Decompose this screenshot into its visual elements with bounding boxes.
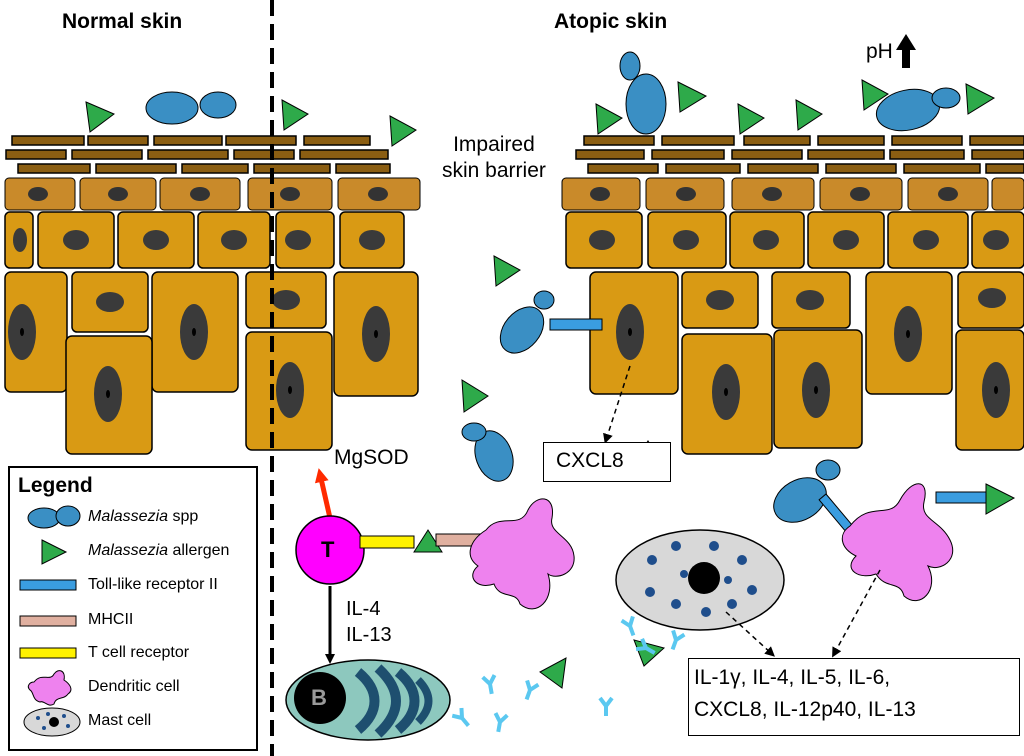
il4-label: IL-4 [346,598,381,620]
stratum-corneum-normal [5,135,391,174]
stratum-corneum-atopic [575,135,1024,174]
impaired-line-2: skin barrier [442,159,546,182]
allergen-icon [85,101,115,133]
tlr2-icon [935,491,987,504]
antibodies [450,614,687,735]
tlr2-icon [549,318,603,331]
up-arrow-icon [896,34,916,68]
allergen-icon [633,639,666,667]
allergen-icon [985,483,1016,515]
impaired-line-1: Impaired [453,133,535,156]
legend-row-dendritic: Dendritic cell [88,678,180,695]
il13-label: IL-13 [346,624,392,646]
cxcl8-label: CXCL8 [556,449,624,472]
allergen-icon [413,529,443,553]
legend-allergen-rest: allergen [168,542,230,559]
legend-row-mast: Mast cell [88,712,152,729]
dendritic-cell-icon [27,670,72,706]
mgsod-arrow [314,468,333,519]
cxcl8-arrow [603,365,631,444]
cxcl8-box [543,442,671,482]
tcr-icon [19,647,77,659]
malassezia-icon [461,422,514,482]
dendritic-cell-icon [469,498,575,610]
impaired-barrier-label: Impaired skin barrier [442,132,546,184]
cytokines-line-1: IL-1γ, IL-4, IL-5, IL-6, [694,666,891,689]
allergens-atopic [461,79,996,413]
normal-skin-title: Normal skin [62,10,183,33]
dc-cytokine-arrow [832,569,881,658]
mast-cell-icon [615,529,785,631]
legend-icons [19,505,81,737]
mast-cell-icon [23,707,81,737]
allergen-icon [41,539,68,565]
legend-row-malassezia: Malassezia spp [88,508,198,526]
dendritic-cell-icon [841,483,953,602]
allergen-icon [389,115,417,147]
atopic-skin-title: Atopic skin [554,10,668,33]
b-cell-icon [285,659,451,741]
legend-box: Legend Malassezia spp Malassezia allerge… [8,466,258,751]
tcr-icon [359,535,415,549]
malassezia-icon [773,459,841,523]
cytokines-box [688,658,1020,736]
atopic-skin-section [461,51,1024,667]
ph-label: pH [866,40,893,63]
mast-cytokine-arrow [725,611,775,657]
legend-row-allergen: Malassezia allergen [88,542,229,560]
legend-row-tlr2: Toll-like receptor II [88,576,218,593]
immune-response-section [285,468,687,741]
legend-title: Legend [18,474,93,497]
allergen-icon [539,657,567,689]
tlr2-icon [19,579,77,591]
cytokines-line-2: CXCL8, IL-12p40, IL-13 [694,698,916,721]
allergen-icon [281,99,309,131]
nuclei-normal [8,228,390,422]
granular-layer-atopic [561,177,1024,211]
normal-skin-section [4,91,421,455]
legend-malassezia-rest: spp [168,508,199,525]
malassezia-icon [499,290,555,354]
b-cell-label: B [311,685,327,710]
t-cell-label: T [321,537,335,562]
legend-malassezia-italic: Malassezia [88,508,169,525]
t-cell-icon [295,515,365,585]
mgsod-label: MgSOD [334,446,409,469]
malassezia-icon [27,505,81,529]
malassezia-icon [145,91,237,125]
malassezia-icon [875,87,961,132]
malassezia-icon [619,51,667,135]
legend-row-tcr: T cell receptor [88,644,190,661]
legend-row-mhcii: MHCII [88,611,134,628]
granular-layer-normal [4,177,421,211]
mhcii-icon [19,615,77,627]
keratinocytes-normal [4,211,419,455]
legend-allergen-italic: Malassezia [88,542,169,559]
